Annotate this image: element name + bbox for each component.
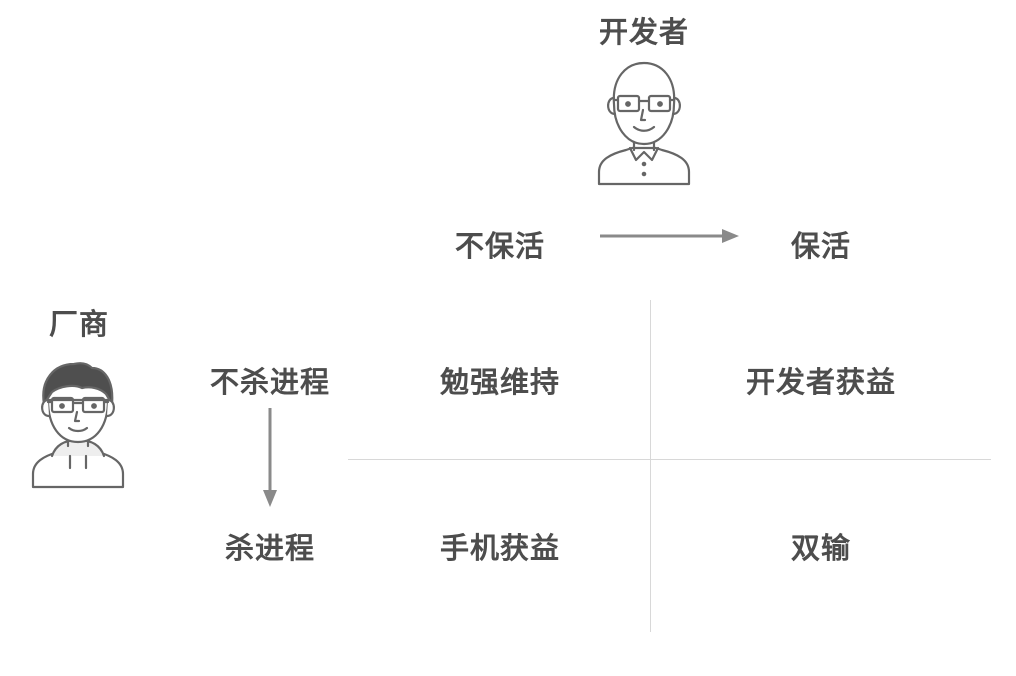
matrix-vertical-divider bbox=[650, 300, 651, 632]
vendor-label: 厂商 bbox=[48, 307, 110, 341]
matrix-horizontal-divider bbox=[348, 459, 991, 460]
matrix-cell-top-left: 勉强维持 bbox=[439, 365, 561, 399]
vendor-axis-arrow bbox=[263, 408, 277, 507]
developer-axis-from: 不保活 bbox=[454, 229, 546, 263]
developer-label: 开发者 bbox=[598, 15, 690, 49]
developer-axis-to: 保活 bbox=[790, 229, 852, 263]
matrix-cell-bottom-left: 手机获益 bbox=[439, 531, 561, 565]
man-with-glasses-hoodie-icon bbox=[31, 362, 125, 489]
matrix-cell-bottom-right: 双输 bbox=[790, 531, 852, 565]
vendor-axis-from: 不杀进程 bbox=[209, 365, 331, 399]
matrix-cell-top-right: 开发者获益 bbox=[745, 365, 897, 399]
bald-man-with-glasses-icon bbox=[597, 61, 691, 186]
developer-axis-arrow bbox=[600, 229, 739, 243]
vendor-axis-to: 杀进程 bbox=[224, 531, 316, 565]
